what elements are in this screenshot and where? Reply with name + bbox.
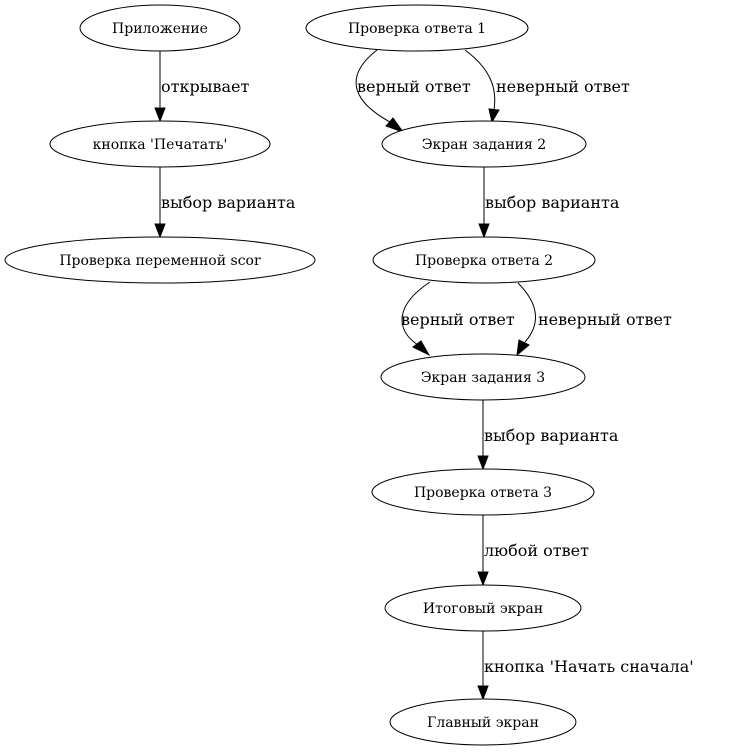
- node-ellipse: [389, 698, 577, 746]
- arrowhead-icon: [516, 339, 530, 357]
- arrowhead-icon: [412, 340, 431, 357]
- edge-line: [464, 49, 496, 111]
- arrowhead-icon: [154, 107, 166, 123]
- node-ellipse: [305, 4, 529, 52]
- node-print_btn: кнопка 'Печатать': [49, 120, 271, 168]
- arrowhead-icon: [477, 571, 489, 587]
- node-check1: Проверка ответа 1: [305, 4, 529, 52]
- nodes-layer: Приложение кнопка 'Печатать' Проверка пере…: [4, 4, 596, 746]
- edge-check2-to-task3: верный ответ: [401, 281, 515, 357]
- node-ellipse: [381, 120, 587, 168]
- edge-label: выбор варианта: [485, 193, 620, 212]
- edge-label: неверный ответ: [496, 77, 630, 96]
- node-check3: Проверка ответа 3: [371, 468, 595, 516]
- edge-check2-to-task3: неверный ответ: [516, 282, 672, 357]
- edge-app-to-print_btn: открывает: [154, 51, 249, 123]
- edge-label: кнопка 'Начать сначала': [484, 657, 694, 676]
- node-main: Главный экран: [389, 698, 577, 746]
- edge-task2-to-check2: выбор варианта: [478, 167, 620, 239]
- node-app: Приложение: [79, 4, 241, 52]
- arrowhead-icon: [478, 223, 490, 239]
- edge-line: [517, 282, 536, 343]
- node-ellipse: [49, 120, 271, 168]
- node-label: Итоговый экран: [423, 601, 543, 617]
- node-label: Проверка ответа 2: [415, 253, 553, 269]
- arrowhead-icon: [477, 455, 489, 471]
- node-task2: Экран задания 2: [381, 120, 587, 168]
- edge-line: [401, 281, 431, 346]
- edge-label: верный ответ: [401, 310, 515, 329]
- node-ellipse: [384, 584, 582, 632]
- edge-line: [355, 49, 391, 123]
- edges-layer: открывает выбор варианта верный ответ невер…: [154, 49, 694, 701]
- node-ellipse: [380, 353, 586, 401]
- node-label: Проверка переменной scor: [59, 253, 261, 269]
- node-label: Проверка ответа 3: [414, 485, 552, 501]
- edge-label: верный ответ: [357, 77, 471, 96]
- node-final: Итоговый экран: [384, 584, 582, 632]
- node-label: Экран задания 2: [422, 137, 546, 153]
- node-label: Проверка ответа 1: [348, 21, 486, 37]
- node-ellipse: [4, 236, 316, 284]
- edge-label: открывает: [161, 77, 249, 96]
- node-ellipse: [79, 4, 241, 52]
- node-check2: Проверка ответа 2: [372, 236, 596, 284]
- edge-task3-to-check3: выбор варианта: [477, 400, 619, 471]
- edge-label: выбор варианта: [484, 426, 619, 445]
- arrowhead-icon: [385, 117, 405, 133]
- arrowhead-icon: [154, 223, 166, 239]
- edge-print_btn-to-check_score: выбор варианта: [154, 167, 296, 239]
- edge-label: неверный ответ: [538, 310, 672, 329]
- arrowhead-icon: [488, 108, 500, 124]
- edge-check1-to-task2: неверный ответ: [464, 49, 630, 124]
- edge-label: выбор варианта: [161, 193, 296, 212]
- node-label: Приложение: [112, 21, 208, 37]
- edge-check1-to-task2: верный ответ: [355, 49, 471, 133]
- node-task3: Экран задания 3: [380, 353, 586, 401]
- node-ellipse: [371, 468, 595, 516]
- edge-check3-to-final: любой ответ: [477, 515, 589, 587]
- node-ellipse: [372, 236, 596, 284]
- arrowhead-icon: [477, 685, 489, 701]
- node-label: кнопка 'Печатать': [93, 137, 228, 153]
- edge-final-to-main: кнопка 'Начать сначала': [477, 631, 694, 701]
- node-check_score: Проверка переменной scor: [4, 236, 316, 284]
- node-label: Экран задания 3: [421, 370, 545, 386]
- node-label: Главный экран: [427, 715, 539, 731]
- edge-label: любой ответ: [484, 541, 589, 560]
